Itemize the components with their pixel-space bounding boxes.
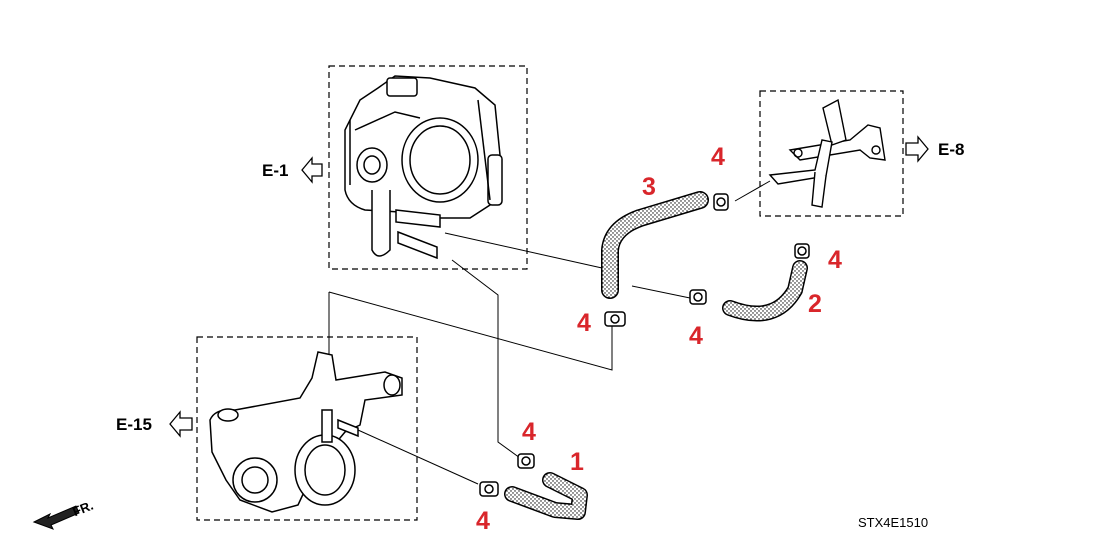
water-outlet — [209, 351, 403, 513]
clamp-hose3-bottom — [604, 311, 626, 327]
clamp-hose1-left — [479, 481, 499, 497]
arrow-e15-icon — [169, 410, 193, 438]
water-outlet-box — [196, 336, 418, 521]
ref-arrows — [169, 135, 929, 438]
front-label: FR. — [70, 498, 95, 520]
ref-label-e1[interactable]: E-1 — [262, 161, 288, 180]
e8-box — [759, 90, 904, 217]
clamp-e8-bottom — [794, 243, 810, 259]
throttle-body — [344, 75, 503, 260]
hose-1-fill — [505, 473, 587, 519]
callout-part-3: 3 — [642, 173, 656, 201]
callout-part-1: 1 — [570, 448, 584, 476]
callout-part-4-hose2: 4 — [689, 322, 703, 350]
callout-part-4-mid: 4 — [577, 309, 591, 337]
leader-lines — [328, 180, 771, 485]
throttle-body-box — [328, 65, 528, 270]
ref-label-e8[interactable]: E-8 — [938, 140, 964, 159]
clamp-hose1-top — [517, 453, 535, 469]
arrow-e8-icon — [905, 135, 929, 163]
callout-part-4-bottom: 4 — [476, 507, 490, 535]
clamp-hose2-end — [689, 289, 707, 305]
front-arrow-icon — [32, 505, 80, 530]
bypass-pipe-bracket — [768, 98, 886, 208]
arrow-e1-icon — [301, 156, 323, 184]
callout-part-2: 2 — [808, 290, 822, 318]
diagram-code: STX4E1510 — [858, 515, 928, 530]
hose-3-fill — [602, 192, 708, 298]
ref-label-e15[interactable]: E-15 — [116, 415, 152, 434]
callout-part-4-e8: 4 — [828, 246, 842, 274]
clamp-top-right — [713, 193, 729, 211]
callout-part-4-hose1: 4 — [522, 418, 536, 446]
hose-2-fill — [723, 261, 807, 321]
hose-clamps — [479, 193, 810, 497]
callout-part-4-top: 4 — [711, 143, 725, 171]
